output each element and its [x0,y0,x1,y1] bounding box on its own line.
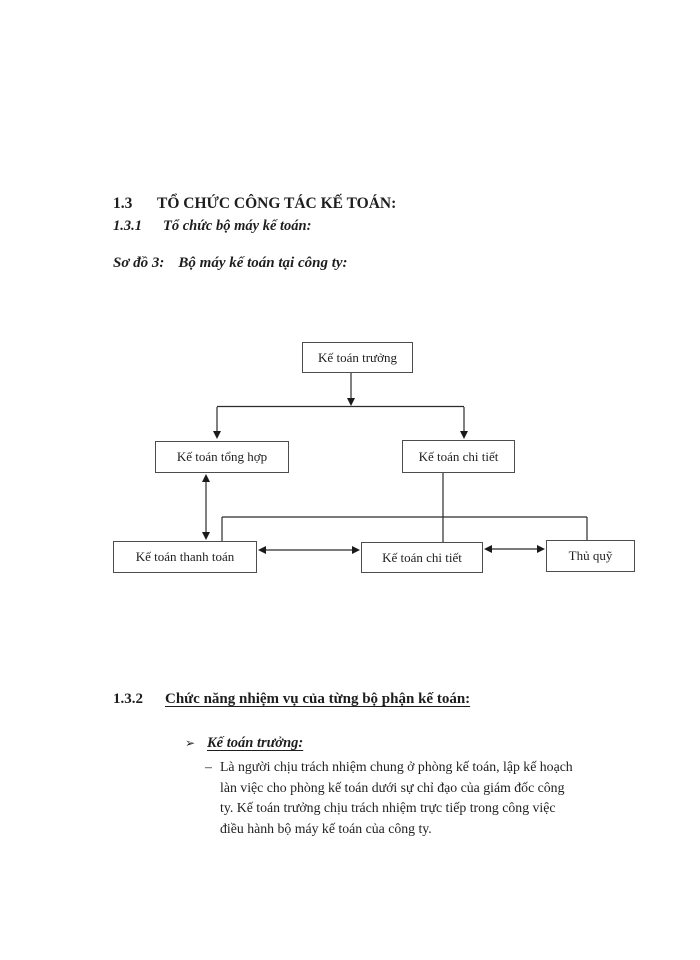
diagram-caption-text: Bộ máy kế toán tại công ty: [178,255,348,271]
arrowhead-down [213,431,221,439]
section-title: TỔ CHỨC CÔNG TÁC KẾ TOÁN: [157,195,397,212]
paragraph-line: ty. Kế toán trưởng chịu trách nhiệm trực… [220,800,556,816]
arrowhead-left [484,545,492,553]
paragraph-line: điều hành bộ máy kế toán của công ty. [220,821,432,837]
diagram-box-ke-toan-chi-tiet-upper: Kế toán chi tiết [402,440,515,473]
paragraph: Là người chịu trách nhiệm chung ở phòng … [220,757,573,840]
diagram-box-ke-toan-chi-tiet-lower: Kế toán chi tiết [361,542,483,573]
diagram-box-label: Kế toán tổng hợp [176,449,268,464]
arrowhead-down [347,398,355,406]
arrowhead-down [460,431,468,439]
section-number: 1.3.2 [113,691,143,707]
arrowhead-right [352,546,360,554]
section-heading-1-3-2: 1.3.2 Chức năng nhiệm vụ của từng bộ phậ… [113,691,470,708]
diagram-box-label: Kế toán trưởng [318,349,397,365]
list-item: – Là người chịu trách nhiệm chung ở phòn… [205,757,573,840]
arrowhead-up [202,474,210,482]
arrow-bullet-icon: ➢ [185,736,196,750]
bullet-label: Kế toán trưởng: [207,735,304,751]
arrowhead-left [258,546,266,554]
diagram-box-ke-toan-truong: Kế toán trưởng [302,342,413,373]
diagram-caption: Sơ đồ 3: Bộ máy kế toán tại công ty: [113,255,348,272]
diagram-box-ke-toan-tong-hop: Kế toán tổng hợp [155,441,289,473]
arrowhead-right [537,545,545,553]
diagram-caption-label: Sơ đồ 3: [113,255,165,271]
diagram-box-label: Thủ quỹ [568,548,613,563]
section-title: Chức năng nhiệm vụ của từng bộ phận kế t… [165,691,471,707]
section-title: Tổ chức bộ máy kế toán: [163,218,312,234]
paragraph-line: Là người chịu trách nhiệm chung ở phòng … [220,759,573,774]
diagram-box-label: Kế toán chi tiết [418,448,499,464]
section-number: 1.3.1 [113,218,142,234]
diagram-box-label: Kế toán chi tiết [382,549,462,565]
arrowhead-down [202,532,210,540]
diagram-connectors [202,372,588,554]
section-heading-1-3-1: 1.3.1 Tổ chức bộ máy kế toán: [113,218,311,235]
diagram-box-thu-quy: Thủ quỹ [546,540,635,572]
section-heading-1-3: 1.3 TỔ CHỨC CÔNG TÁC KẾ TOÁN: [113,195,396,213]
dash-bullet: – [205,759,212,774]
section-number: 1.3 [113,195,133,212]
bullet-ke-toan-truong: ➢ Kế toán trưởng: [185,735,303,752]
paragraph-line: làn việc cho phòng kế toán dưới sự chỉ đ… [220,779,565,795]
diagram-box-label: Kế toán thanh toán [135,549,235,564]
diagram-box-ke-toan-thanh-toan: Kế toán thanh toán [113,541,257,573]
